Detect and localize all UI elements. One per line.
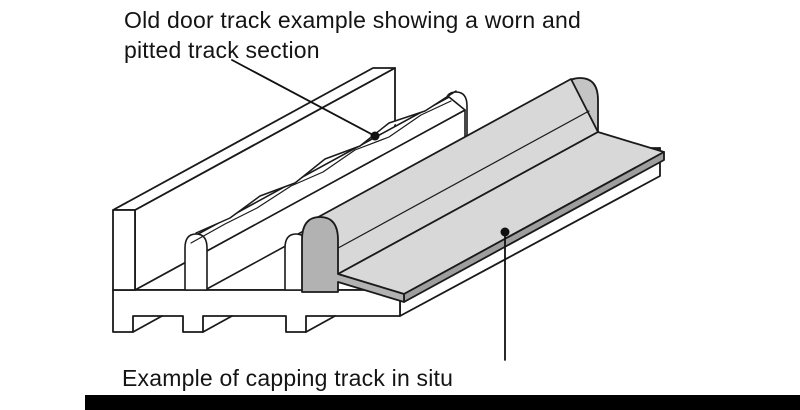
capping-callout-dot <box>500 227 510 237</box>
foot-edge-line-3 <box>305 315 336 333</box>
capping-front-face <box>301 216 405 303</box>
worn-pitted-edge-line-1 <box>195 90 457 234</box>
worn-rail-front-face <box>184 233 208 291</box>
worn-pitted-edge-line-2 <box>190 100 452 244</box>
base-front-face-with-feet <box>112 289 401 333</box>
caption-old-track: Old door track example showing a worn an… <box>124 7 581 64</box>
wall-front-face <box>112 209 136 291</box>
callouts <box>231 59 510 361</box>
worn-track-callout-dot <box>370 131 380 141</box>
foot-edge-line-1 <box>132 315 163 333</box>
worn-track-leader-line <box>231 59 376 137</box>
capping-tangent-line <box>328 110 590 254</box>
footer-bar <box>85 395 800 410</box>
worn-track-rail <box>184 90 468 291</box>
caption-capping-track: Example of capping track in situ <box>122 365 454 391</box>
foot-edge-line-2 <box>202 315 233 333</box>
capping-track <box>301 77 665 303</box>
